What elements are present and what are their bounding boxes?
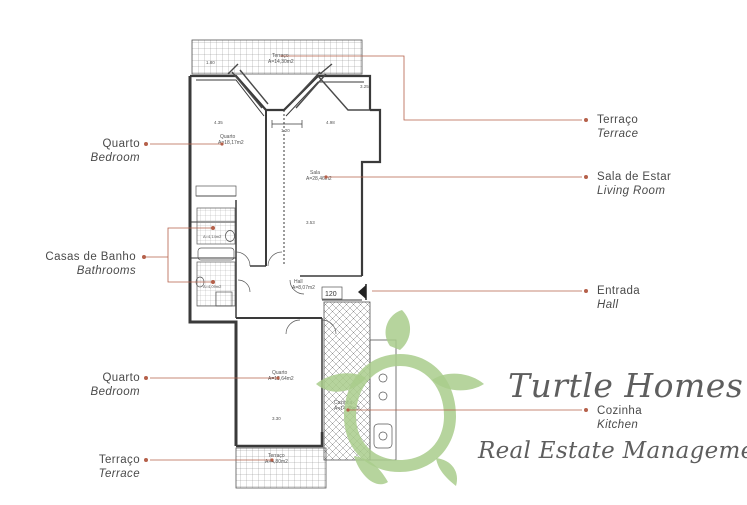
label-kitchen-pt: Cozinha	[597, 405, 642, 417]
plan-label-bedroom-bottom: Quarto	[272, 370, 288, 376]
terrace-bottom-area: Terraço A=4,80m2	[235, 447, 327, 489]
plan-dim-living: 4.98	[326, 120, 335, 125]
terrace-top-area: Terraço A=14,30m2 1.80	[191, 39, 363, 75]
label-kitchen: Cozinha Kitchen	[597, 404, 737, 432]
label-bathrooms-en: Bathrooms	[76, 265, 136, 277]
plan-area-terrace-bottom: A=4,80m2	[265, 459, 288, 465]
label-hall: Entrada Hall	[597, 284, 737, 312]
plan-label-terrace-bottom: Terraço	[268, 453, 285, 459]
label-bedroom-bottom-pt: Quarto	[102, 372, 140, 384]
label-kitchen-en: Kitchen	[597, 419, 639, 431]
label-living-room-en: Living Room	[597, 185, 666, 197]
plan-label-bedroom-top: Quarto	[220, 134, 236, 140]
label-bedroom-top-pt: Quarto	[102, 138, 140, 150]
label-bedroom-top-en: Bedroom	[90, 152, 140, 164]
label-terrace-bottom: Terraço Terrace	[0, 453, 140, 481]
brand-tagline: Real Estate Management	[478, 438, 747, 464]
plan-dim-bottom: 3.30	[272, 416, 281, 421]
label-terrace-bottom-en: Terrace	[98, 468, 140, 480]
plan-area-living: A=28,46m2	[306, 176, 332, 182]
bathroom-fixtures: A=4,14m2 A=4,09m2	[195, 185, 237, 307]
label-bedroom-top: Quarto Bedroom	[0, 137, 140, 165]
plan-area-bedroom-top: A=18,17m2	[218, 140, 244, 146]
plan-label-hall: Hall	[294, 279, 303, 285]
label-terrace-bottom-pt: Terraço	[98, 454, 140, 466]
label-terrace-top-pt: Terraço	[597, 114, 639, 126]
plan-dim-top-left: 1.80	[206, 60, 215, 65]
label-bedroom-bottom: Quarto Bedroom	[0, 371, 140, 399]
label-hall-pt: Entrada	[597, 285, 641, 297]
label-bathrooms: Casas de Banho Bathrooms	[0, 250, 136, 278]
plan-dim-hall: 3.53	[306, 220, 315, 225]
plan-label-kitchen: Cozinha	[334, 400, 353, 406]
label-bathrooms-pt: Casas de Banho	[45, 251, 136, 263]
plan-dim-bedroom: 4.35	[214, 120, 223, 125]
label-hall-en: Hall	[597, 299, 619, 311]
door-swings	[235, 251, 337, 335]
plan-area-hall: A=8,07m2	[292, 285, 315, 291]
label-living-room: Sala de Estar Living Room	[597, 170, 737, 198]
leader-lines	[142, 55, 588, 462]
room-labels: Quarto A=18,17m2 Sala A=28,46m2 Hall A=8…	[214, 84, 369, 421]
label-living-room-pt: Sala de Estar	[597, 171, 672, 183]
plan-area-bath-1: A=4,14m2	[203, 234, 222, 239]
brand-name: Turtle Homes	[508, 366, 744, 405]
label-bedroom-bottom-en: Bedroom	[90, 386, 140, 398]
plan-area-bedroom-bottom: A=13,64m2	[268, 376, 294, 382]
turtle-logo-icon	[316, 310, 484, 486]
label-terrace-top-en: Terrace	[597, 128, 639, 140]
plan-area-bath-2: A=4,09m2	[203, 284, 222, 289]
door-tag: 120	[325, 291, 337, 298]
plan-area-terrace-top: A=14,30m2	[268, 59, 294, 65]
label-terrace-top: Terraço Terrace	[597, 113, 737, 141]
plan-dim-top-right: 3.25	[360, 84, 369, 89]
entrance-marker: 120	[321, 284, 367, 300]
plan-label-living: Sala	[310, 170, 320, 176]
entrance-arrow-icon	[358, 285, 366, 299]
plan-dim-mid: 1.20	[281, 128, 290, 133]
bay-window	[227, 63, 370, 111]
